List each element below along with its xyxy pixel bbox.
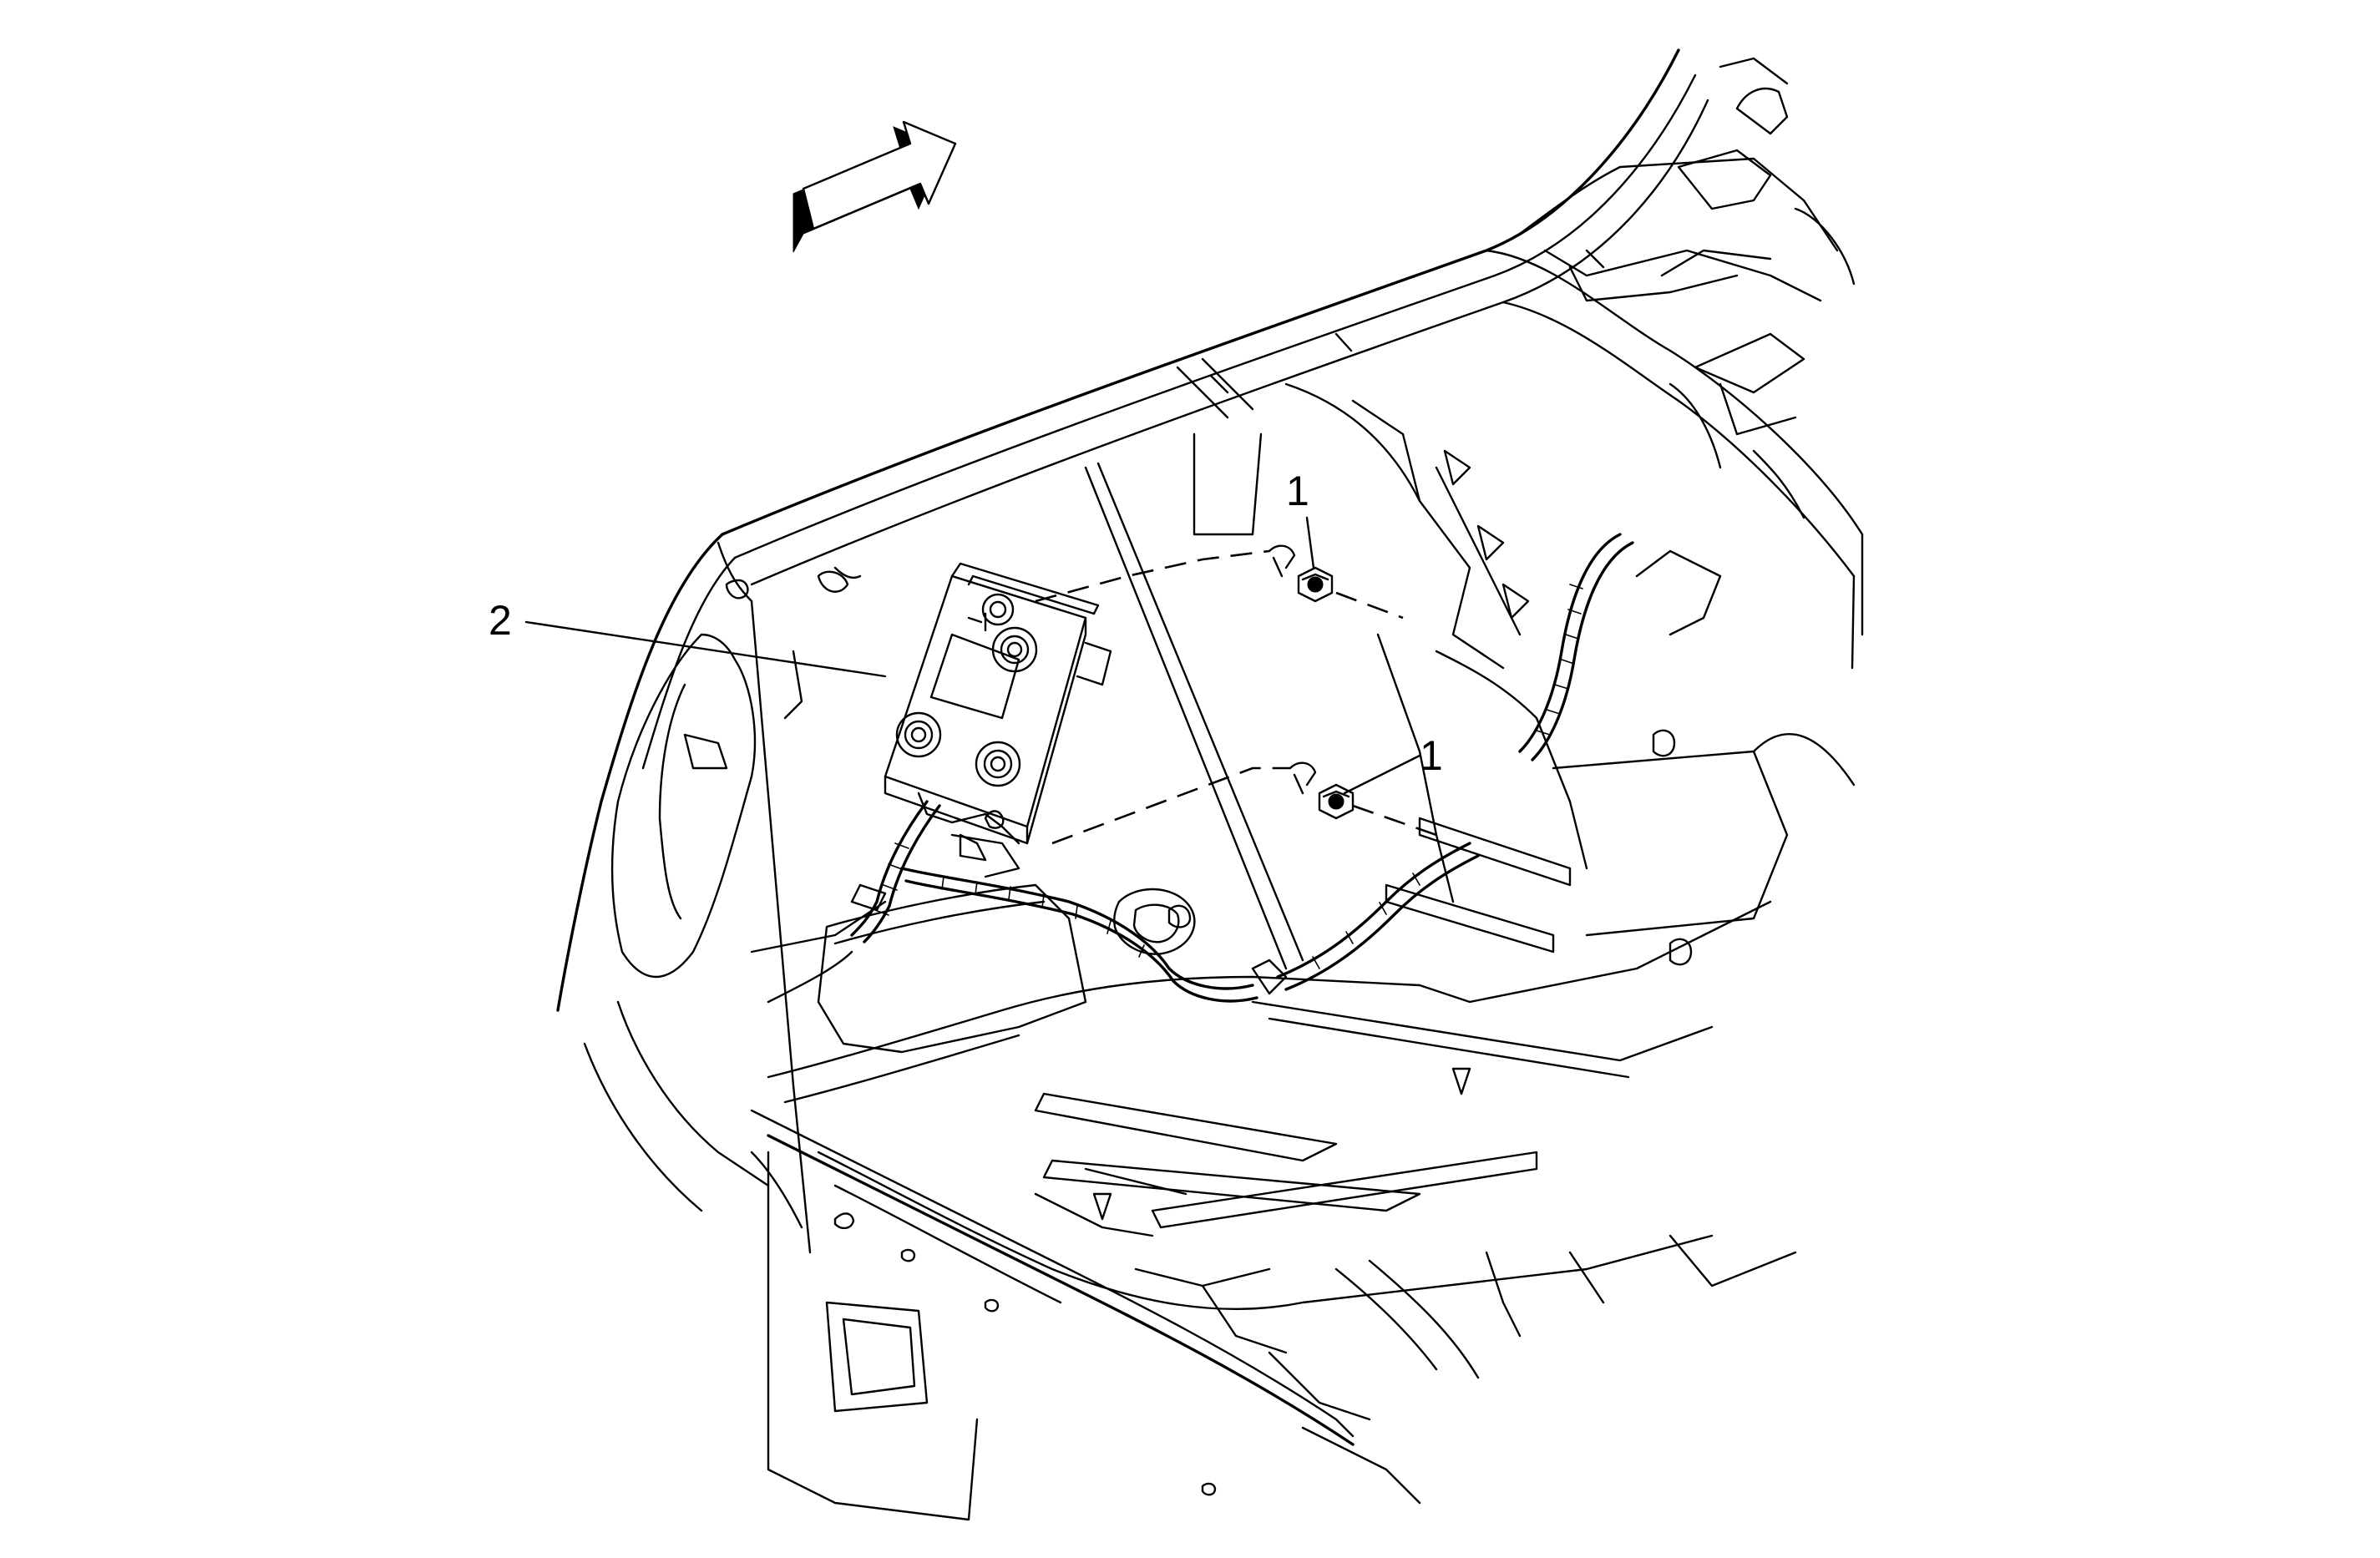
installation-lines bbox=[1035, 549, 1437, 845]
module-connector-lower-left bbox=[895, 711, 942, 758]
callout-leaders bbox=[524, 516, 1421, 795]
right-inner-panel bbox=[1385, 732, 1856, 954]
floor-drain bbox=[1113, 888, 1196, 955]
module-harness bbox=[750, 800, 1480, 1003]
wiring-harness-right bbox=[1518, 533, 1722, 966]
callout-1-lower-label: 1 bbox=[1420, 732, 1443, 779]
rear-sill bbox=[750, 1109, 1421, 1521]
left-quarter-panel bbox=[556, 533, 862, 1254]
module-connector-upper-right bbox=[991, 626, 1038, 673]
left-floor-tub bbox=[767, 883, 1087, 1054]
module-connector-upper-left bbox=[981, 593, 1015, 626]
rear-deck-structure bbox=[1518, 57, 1856, 519]
trunk-side-wall bbox=[1084, 382, 1772, 1004]
mounting-stud-lower bbox=[1289, 761, 1317, 795]
nut-upper bbox=[1297, 566, 1334, 603]
module-connector-lower-right bbox=[975, 741, 1021, 787]
direction-arrow-icon bbox=[792, 120, 957, 253]
module-assembly bbox=[884, 562, 1112, 862]
nut-lower bbox=[1318, 783, 1355, 820]
trim-clips bbox=[1435, 449, 1530, 636]
trunk-floor bbox=[767, 975, 1797, 1379]
callout-2-label: 2 bbox=[489, 597, 512, 644]
trunk-opening-rim bbox=[721, 48, 1864, 670]
mounting-stud-upper bbox=[1268, 544, 1296, 578]
callout-1-upper-label: 1 bbox=[1286, 468, 1309, 514]
